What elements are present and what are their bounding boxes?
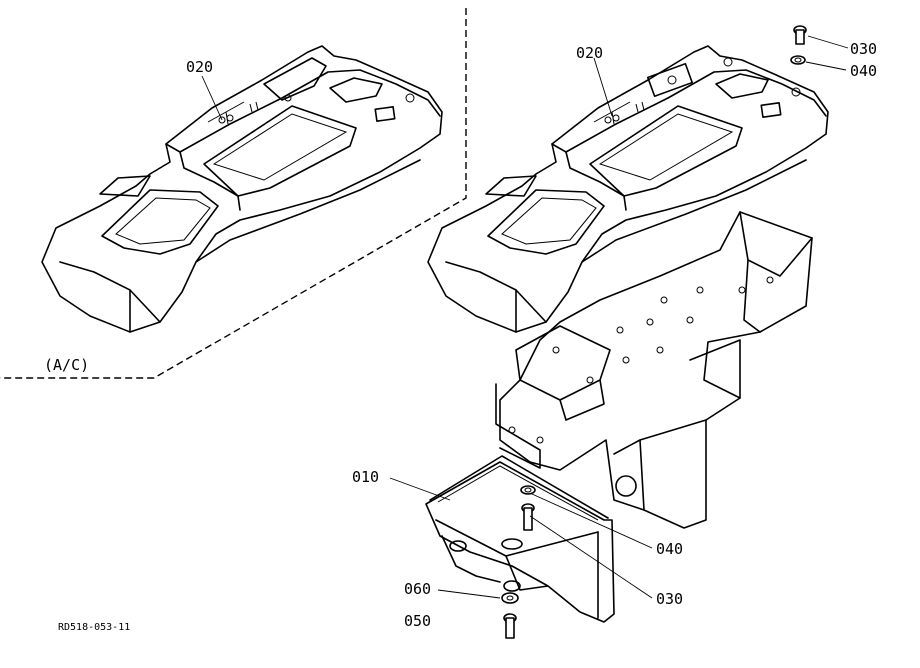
leader-030-mid [529, 515, 653, 599]
console-frame-bracket [495, 211, 813, 529]
callout-040-top: 040 [850, 62, 877, 80]
switch-symbol-icon [593, 101, 645, 125]
callout-020-left: 020 [186, 58, 213, 76]
variant-label: (A/C) [44, 356, 89, 374]
washer-060 [501, 592, 519, 604]
leader-020-right [593, 57, 613, 117]
leader-040-top [805, 61, 847, 71]
drawing-code: RD518-053-11 [58, 622, 130, 633]
bolt-030-top [793, 25, 807, 45]
ac-boundary-line [0, 8, 467, 379]
callout-040-mid: 040 [656, 540, 683, 558]
callout-030-mid: 030 [656, 590, 683, 608]
leader-040-mid [531, 493, 653, 549]
leader-010 [389, 477, 451, 501]
console-cover-standard [427, 45, 829, 333]
callout-050: 050 [404, 612, 431, 630]
callout-060: 060 [404, 580, 431, 598]
leader-030-top [807, 35, 849, 49]
washer-040-mid [520, 485, 536, 495]
leader-020-left [201, 75, 223, 121]
leader-060 [437, 589, 501, 599]
callout-010: 010 [352, 468, 379, 486]
console-cover-ac [41, 45, 443, 333]
washer-040-top [790, 55, 806, 65]
bolt-050 [503, 613, 517, 639]
switch-symbol-icon [207, 101, 259, 125]
lower-tray [425, 455, 615, 623]
callout-030-top: 030 [850, 40, 877, 58]
callout-020-right: 020 [576, 44, 603, 62]
bolt-030-mid [521, 503, 535, 531]
